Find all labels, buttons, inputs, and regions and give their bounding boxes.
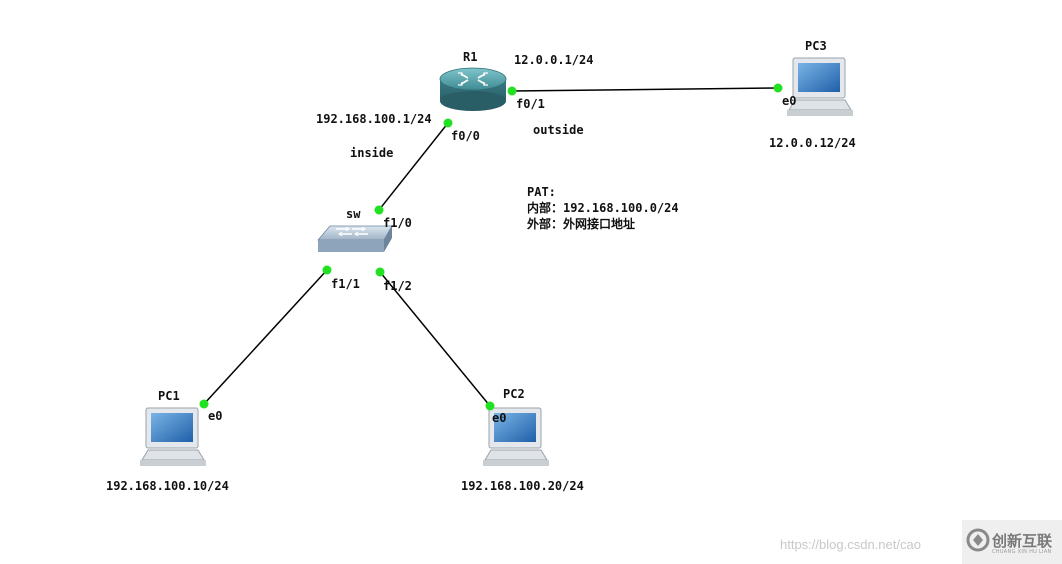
port-dot-r1-f00 bbox=[443, 118, 453, 128]
pc1-ip-label: 192.168.100.10/24 bbox=[106, 479, 229, 493]
sw-f10-label: f1/0 bbox=[383, 216, 412, 230]
inside-zone-label: inside bbox=[350, 146, 394, 160]
pc2-label: PC2 bbox=[503, 387, 525, 401]
r1-f01-ip-label: 12.0.0.1/24 bbox=[514, 53, 594, 67]
port-dot-sw-f12 bbox=[375, 267, 385, 277]
pc3-e0-label: e0 bbox=[782, 94, 797, 108]
switch-sw-icon[interactable] bbox=[317, 225, 393, 252]
outside-zone-label: outside bbox=[533, 123, 584, 137]
link-sw-pc1 bbox=[203, 269, 328, 405]
link-r1-sw bbox=[378, 122, 449, 211]
pat-note-outside: 外部：外网接口地址 bbox=[527, 217, 636, 231]
r1-f00-label: f0/0 bbox=[451, 129, 480, 143]
port-dot-pc3-e0 bbox=[773, 83, 783, 93]
port-dot-r1-f01 bbox=[507, 86, 517, 96]
pat-note: PAT: 内部：192.168.100.0/24 外部：外网接口地址 bbox=[527, 184, 679, 232]
link-r1-pc3 bbox=[511, 87, 779, 92]
pc2-icon[interactable] bbox=[483, 407, 549, 466]
pc1-icon[interactable] bbox=[140, 407, 206, 466]
sw-f12-label: f1/2 bbox=[383, 279, 412, 293]
brand-logo-icon bbox=[966, 528, 990, 552]
pc3-label: PC3 bbox=[805, 39, 827, 53]
link-sw-pc2 bbox=[379, 271, 491, 407]
port-dot-sw-f10 bbox=[374, 205, 384, 215]
pc1-e0-label: e0 bbox=[208, 409, 223, 423]
sw-f11-label: f1/1 bbox=[331, 277, 360, 291]
r1-f00-ip-label: 192.168.100.1/24 bbox=[316, 112, 432, 126]
pc3-ip-label: 12.0.0.12/24 bbox=[769, 136, 856, 150]
port-dot-pc2-e0 bbox=[485, 401, 495, 411]
watermark-url: https://blog.csdn.net/cao bbox=[780, 537, 921, 552]
pc1-label: PC1 bbox=[158, 389, 180, 403]
r1-f01-label: f0/1 bbox=[516, 97, 545, 111]
switch-sw-label: sw bbox=[346, 207, 361, 221]
pc2-e0-label: e0 bbox=[492, 411, 507, 425]
pc2-ip-label: 192.168.100.20/24 bbox=[461, 479, 584, 493]
pat-note-title: PAT: bbox=[527, 185, 556, 199]
router-r1-label: R1 bbox=[463, 50, 478, 64]
brand-name: 创新互联 bbox=[992, 532, 1053, 550]
pc3-icon[interactable] bbox=[787, 57, 853, 116]
port-dot-sw-f11 bbox=[322, 265, 332, 275]
pat-note-inside: 内部：192.168.100.0/24 bbox=[527, 201, 679, 215]
brand-subtitle: CHUANG XIN HU LIAN bbox=[992, 549, 1052, 555]
router-r1-icon[interactable] bbox=[439, 67, 507, 111]
port-dot-pc1-e0 bbox=[199, 399, 209, 409]
